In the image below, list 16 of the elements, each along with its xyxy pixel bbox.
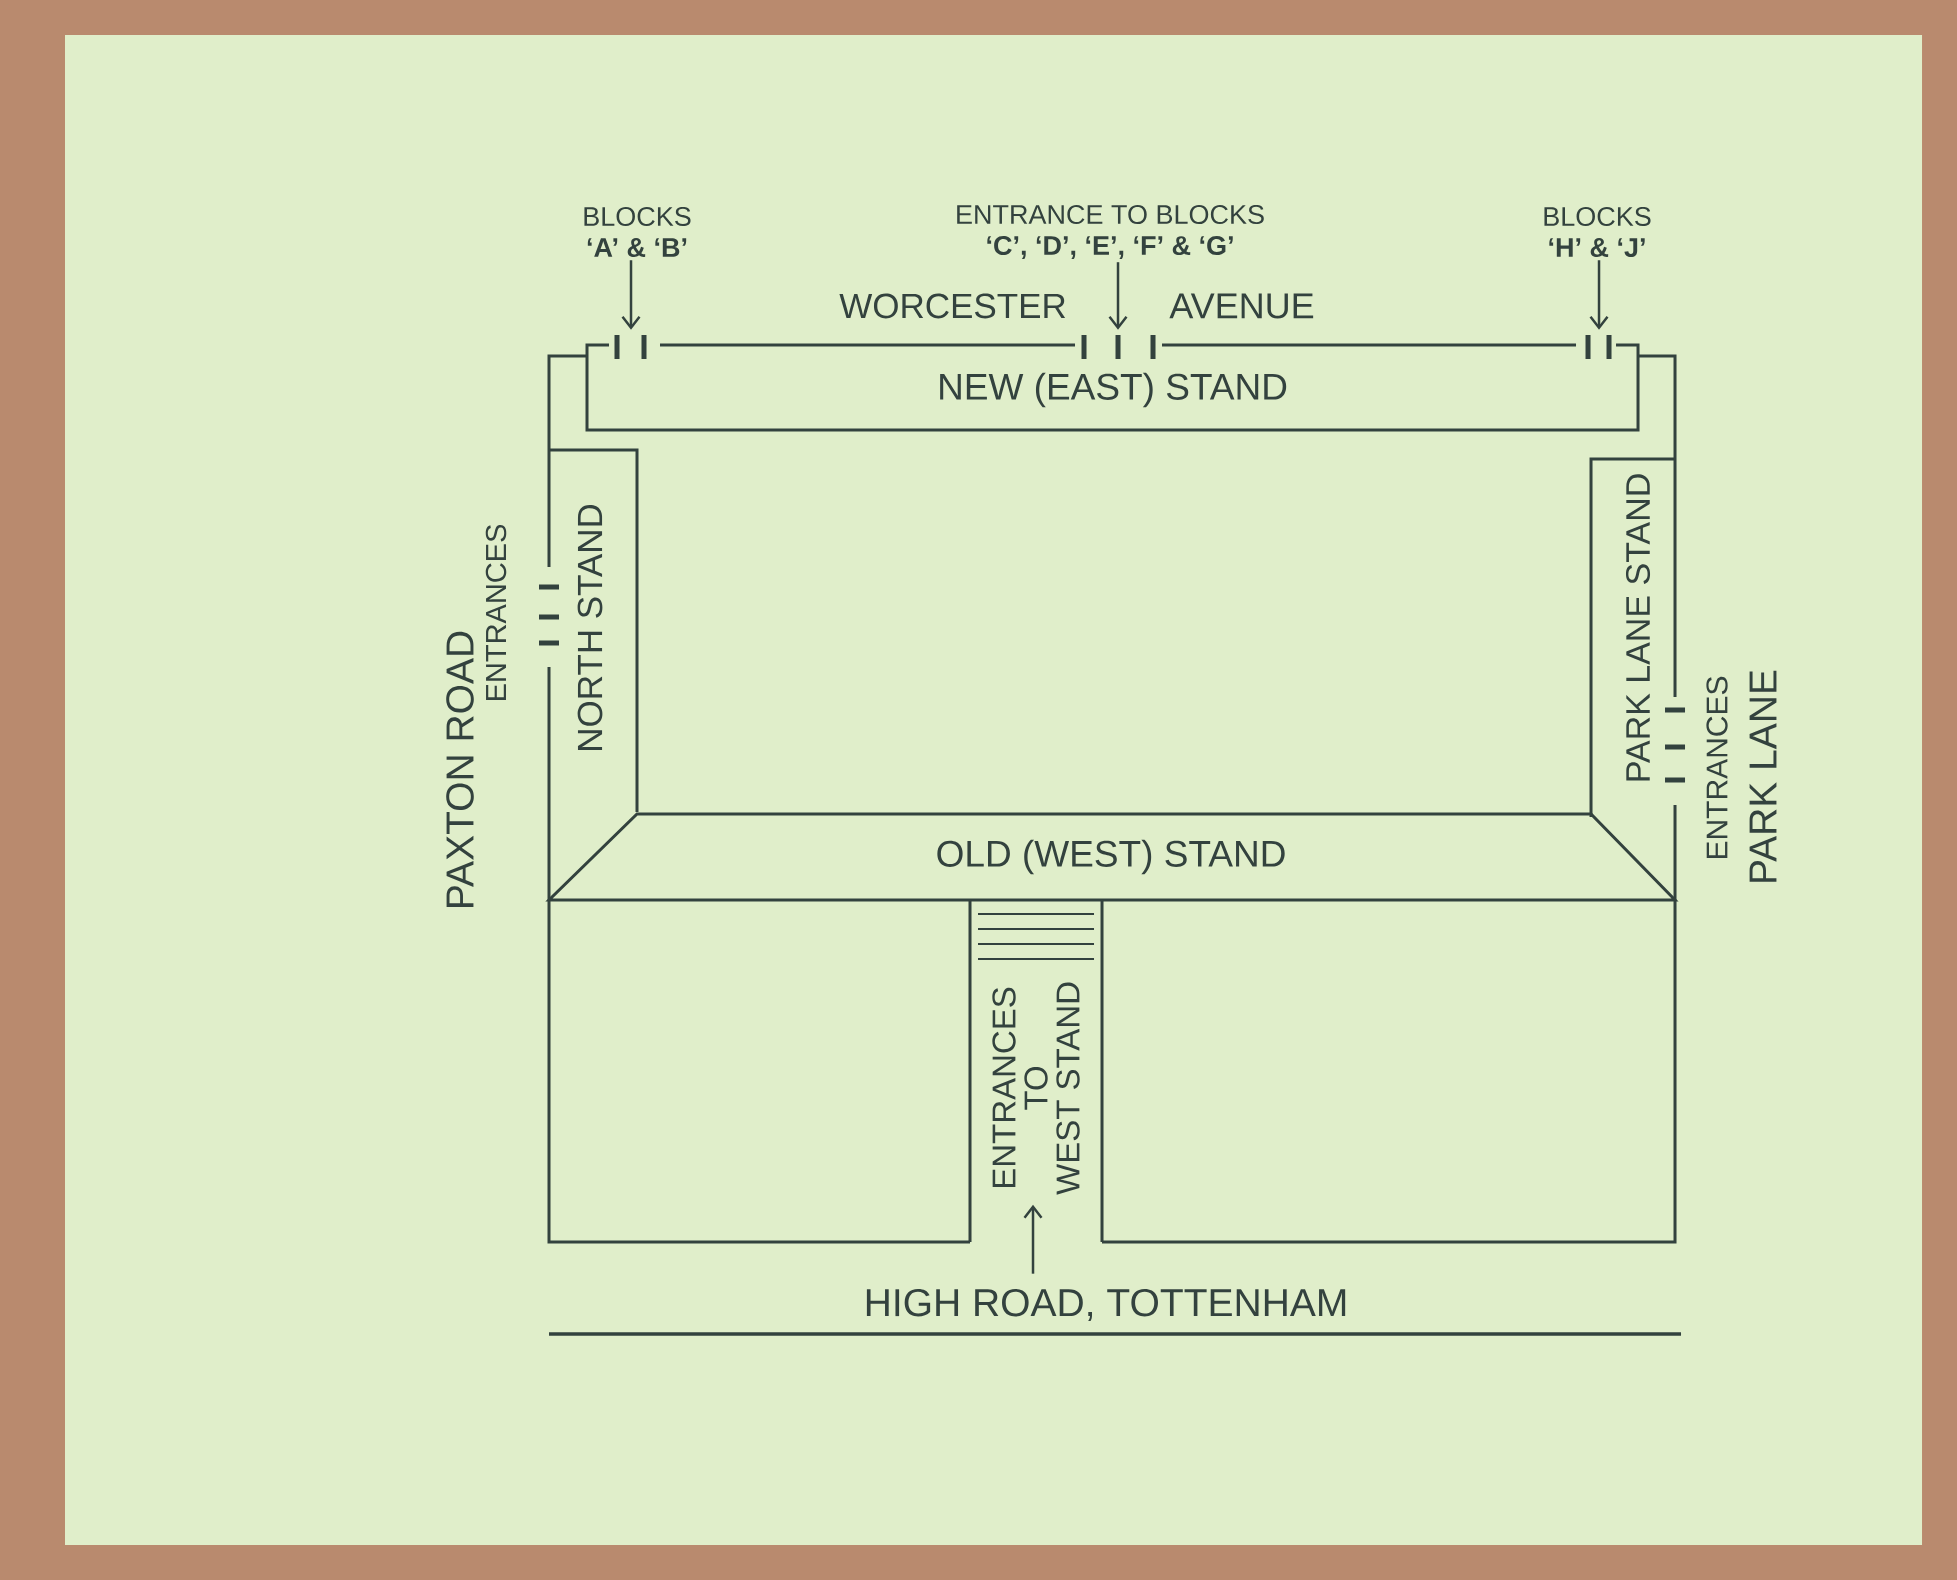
arrow — [1023, 1204, 1043, 1274]
entrance-label: ENTRANCE TO BLOCKS ‘C’, ‘D’, ‘E’, ‘F’ & ‘G’ — [957, 204, 1264, 259]
stand-box: PARK LANE STAND — [1589, 457, 1675, 817]
entrance-label: BLOCKS ‘A’ & ‘B’ — [584, 206, 691, 258]
street-name: HIGH ROAD, TOTTENHAM — [866, 1288, 1346, 1322]
entrance-label: ENTRANCES — [1706, 676, 1728, 859]
arrow — [1108, 262, 1128, 330]
stand-box: NEW (EAST) STAND — [585, 343, 1640, 432]
entrance-label: BLOCKS ‘H’ & ‘J’ — [1544, 206, 1651, 258]
entrance-passage: ENTRANCES TO WEST STAND — [968, 898, 1104, 1244]
stand-box: NORTH STAND — [549, 448, 639, 812]
arrow — [1589, 260, 1609, 330]
street-name: PARK LANE — [1749, 670, 1777, 882]
arrow — [621, 260, 641, 330]
entrance-label: ENTRANCES — [485, 524, 507, 701]
street-name: PAXTON ROAD — [446, 631, 474, 907]
